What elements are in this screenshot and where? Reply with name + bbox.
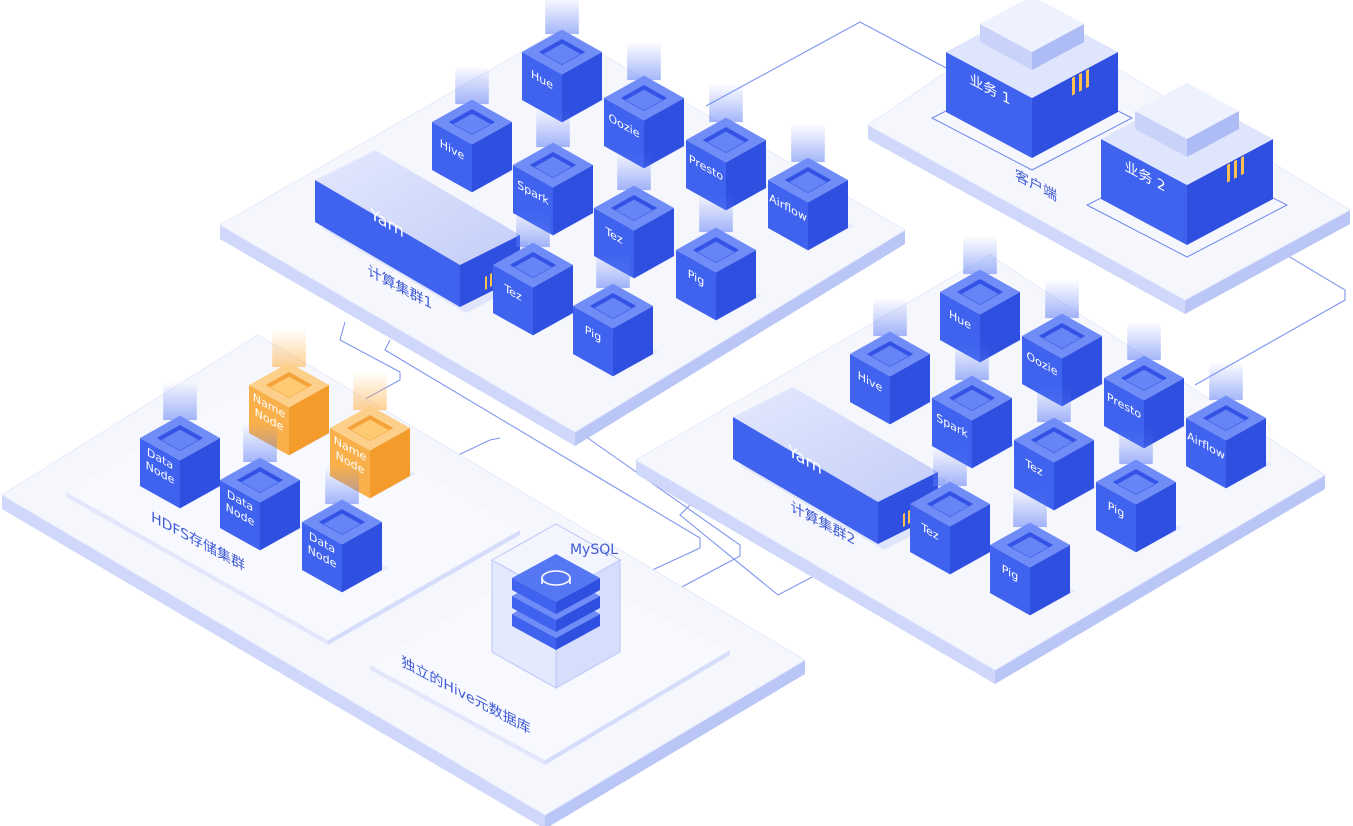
- service-cube-pig: Pig: [676, 193, 762, 321]
- service-box-1: 业务 1: [930, 0, 1134, 171]
- service-cube-presto: Presto: [686, 83, 772, 211]
- service-cube-hue: Hue: [522, 0, 608, 123]
- service-cube-hive: Hive: [432, 65, 518, 193]
- service-cube-pig: Pig: [1096, 425, 1182, 553]
- data-node-cube-2: DataNode: [220, 423, 306, 551]
- service-cube-oozie: Oozie: [604, 41, 690, 169]
- compute-cluster-1: YarnHueHiveOozieSparkPrestoAirflowTezPig…: [315, 0, 854, 377]
- service-cube-oozie: Oozie: [1022, 279, 1108, 407]
- data-node-cube-3: DataNode: [302, 465, 388, 593]
- data-node-cube-1: DataNode: [140, 381, 226, 509]
- service-cube-airflow: Airflow: [1186, 361, 1272, 489]
- service-cube-tez: Tez: [493, 208, 579, 336]
- compute-cluster-2: YarnHueHiveOozieSparkPrestoAirflowTezPig…: [733, 235, 1272, 616]
- service-cube-pig: Pig: [990, 488, 1076, 616]
- service-cube-pig: Pig: [573, 249, 659, 377]
- name-node-cube-2: NameNode: [330, 371, 416, 499]
- service-box-2: 业务 2: [1085, 83, 1289, 258]
- service-cube-tez: Tez: [1014, 383, 1100, 511]
- yarn-block-1: Yarn: [315, 150, 528, 313]
- mysql-database: MySQL: [490, 523, 622, 689]
- service-cube-tez: Tez: [910, 447, 996, 575]
- mysql-label: MySQL: [570, 542, 618, 558]
- yarn-block-2: Yarn: [733, 387, 946, 550]
- service-cube-airflow: Airflow: [768, 123, 854, 251]
- service-cube-hive: Hive: [850, 297, 936, 425]
- compute-cluster-1-platform: [219, 29, 906, 446]
- storage-cluster: NameNodeNameNodeDataNodeDataNodeDataNode…: [140, 328, 622, 738]
